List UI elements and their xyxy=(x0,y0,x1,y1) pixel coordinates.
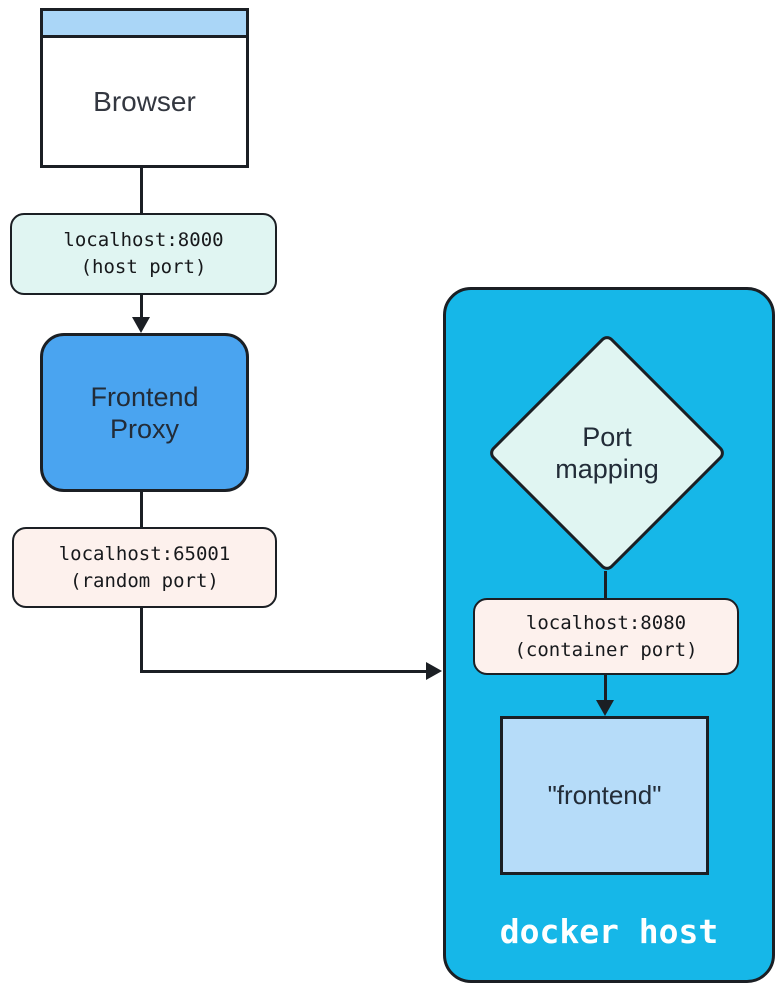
arrowhead-into-docker-host xyxy=(426,662,442,680)
edge-label-container-port: localhost:8080 (container port) xyxy=(473,598,739,675)
edge-proxy-to-random-port xyxy=(140,491,143,528)
container-port-line2: (container port) xyxy=(514,638,698,661)
frontend-container-label: "frontend" xyxy=(547,780,662,810)
edge-random-port-down-segment xyxy=(140,607,143,673)
edge-host-port-to-proxy xyxy=(140,294,143,320)
edge-label-random-port: localhost:65001 (random port) xyxy=(12,527,277,608)
container-port-line1: localhost:8080 xyxy=(525,611,687,634)
port-mapping-label: Port mapping xyxy=(497,368,717,538)
edge-random-port-horizontal-segment xyxy=(140,670,427,673)
browser-node-label: Browser xyxy=(93,85,196,117)
browser-titlebar xyxy=(43,11,246,38)
docker-host-label: docker host xyxy=(499,912,719,951)
frontend-proxy-line1: Frontend xyxy=(90,381,199,412)
arrowhead-into-frontend-container xyxy=(596,700,614,716)
port-mapping-line1: Port xyxy=(582,422,632,452)
edge-container-port-to-frontend xyxy=(604,673,607,701)
edge-browser-to-host-port xyxy=(140,165,143,214)
host-port-line2: (host port) xyxy=(80,256,207,278)
frontend-proxy-node: Frontend Proxy xyxy=(40,333,249,492)
host-port-line1: localhost:8000 xyxy=(63,229,224,251)
browser-node: Browser xyxy=(40,8,249,168)
frontend-container-node: "frontend" xyxy=(500,716,709,875)
frontend-proxy-line2: Proxy xyxy=(109,413,180,444)
edge-label-host-port: localhost:8000 (host port) xyxy=(10,213,277,295)
edge-diamond-to-container-port xyxy=(604,571,607,599)
random-port-line2: (random port) xyxy=(70,569,219,592)
arrowhead-into-frontend-proxy xyxy=(132,317,150,333)
random-port-line1: localhost:65001 xyxy=(58,542,231,565)
port-mapping-line2: mapping xyxy=(555,454,659,484)
